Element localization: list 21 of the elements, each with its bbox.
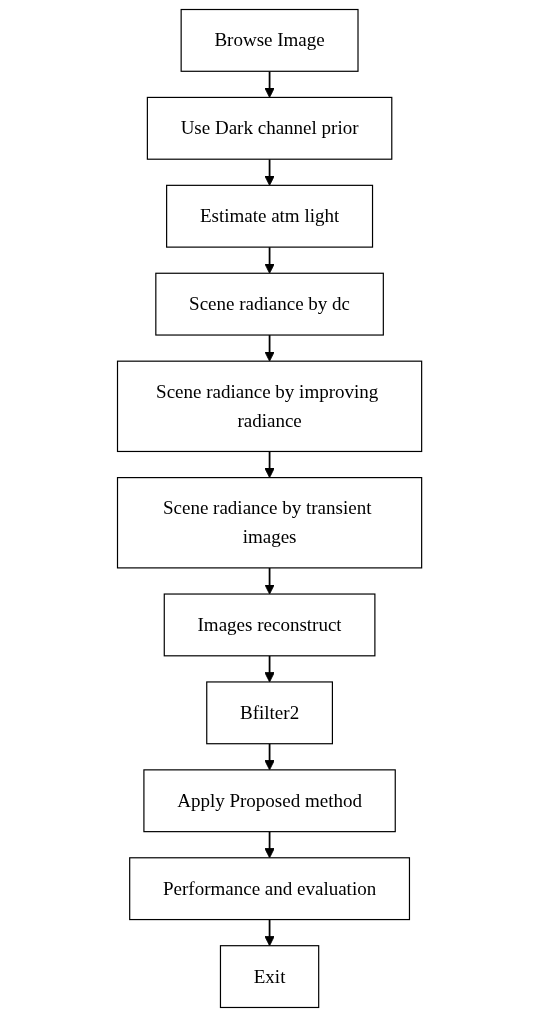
arrow — [264, 830, 276, 859]
node-box: Browse Image — [180, 8, 360, 72]
node-box: Performance and evaluation — [129, 857, 411, 921]
arrow — [264, 70, 276, 98]
node-box: Scene radiance by dc — [155, 272, 385, 336]
arrow — [264, 334, 276, 362]
arrow — [264, 654, 276, 683]
node-box: Bfilter2 — [206, 681, 334, 745]
node-box: Scene radiance by improving radiance — [117, 360, 423, 453]
node-box: Use Dark channel prior — [147, 96, 393, 160]
arrow — [264, 246, 276, 274]
arrow — [264, 918, 276, 947]
node-box: Apply Proposed method — [143, 769, 397, 833]
arrow — [264, 450, 276, 479]
arrow — [264, 742, 276, 771]
node-box: Exit — [220, 945, 320, 1009]
arrow — [264, 567, 276, 595]
node-box: Images reconstruct — [164, 593, 376, 657]
arrow — [264, 158, 276, 186]
node-box: Estimate atm light — [166, 184, 374, 248]
node-box: Scene radiance by transient images — [117, 477, 423, 569]
